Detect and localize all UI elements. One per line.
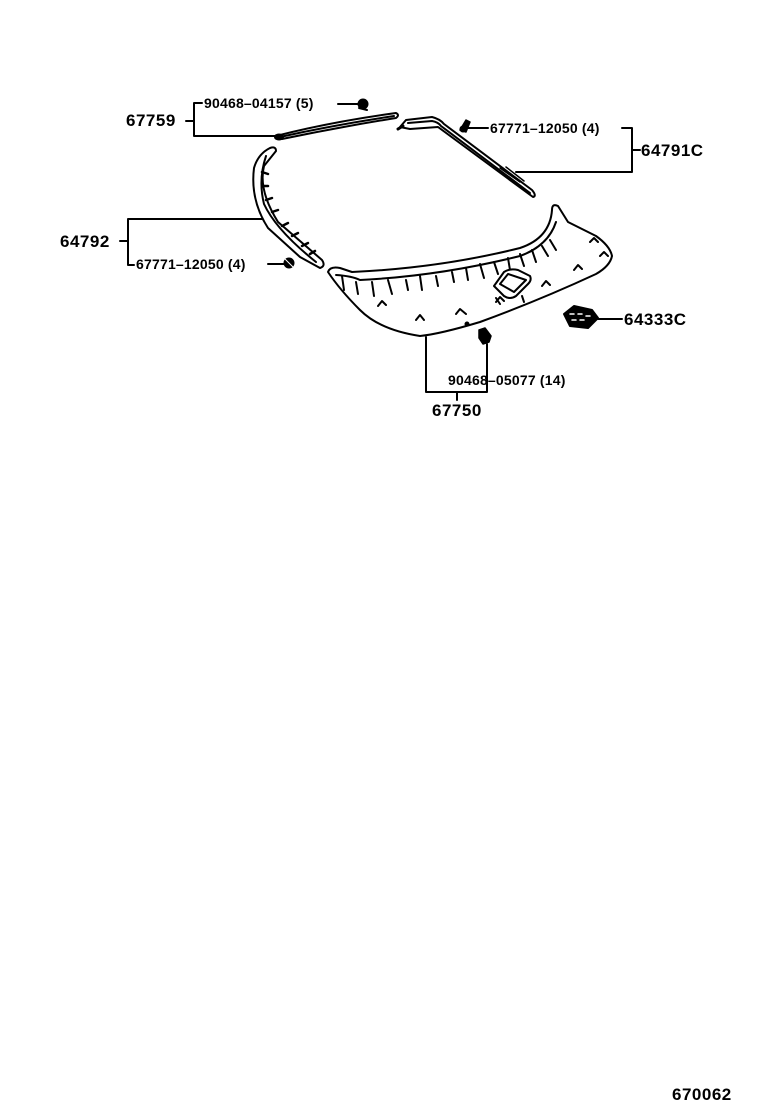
label-67750: 67750 <box>432 401 482 420</box>
clip-67771-12050-left-icon <box>283 257 295 269</box>
label-64333C: 64333C <box>624 310 687 329</box>
label-64792: 64792 <box>60 232 110 251</box>
clip-90468-05077-icon <box>478 327 492 351</box>
label-67759: 67759 <box>126 111 176 130</box>
label-67771-12050-right: 67771–12050 (4) <box>490 120 600 136</box>
part-64792-left-garnish <box>252 146 325 269</box>
label-90468-04157: 90468–04157 (5) <box>204 95 314 111</box>
leader-lines <box>119 102 641 401</box>
part-64333C-cover <box>563 305 599 329</box>
label-67771-12050-left: 67771–12050 (4) <box>136 256 246 272</box>
part-67750-back-door-trim-board <box>327 204 613 337</box>
label-64791C: 64791C <box>641 141 704 160</box>
drawing-code: 670062 <box>672 1085 732 1104</box>
clip-67771-12050-right-icon <box>459 119 471 133</box>
label-90468-05077: 90468–05077 (14) <box>448 372 566 388</box>
part-67759-top-moulding <box>274 112 399 141</box>
part-64791C-right-moulding <box>396 116 536 198</box>
clip-90468-04157-icon <box>357 98 369 111</box>
